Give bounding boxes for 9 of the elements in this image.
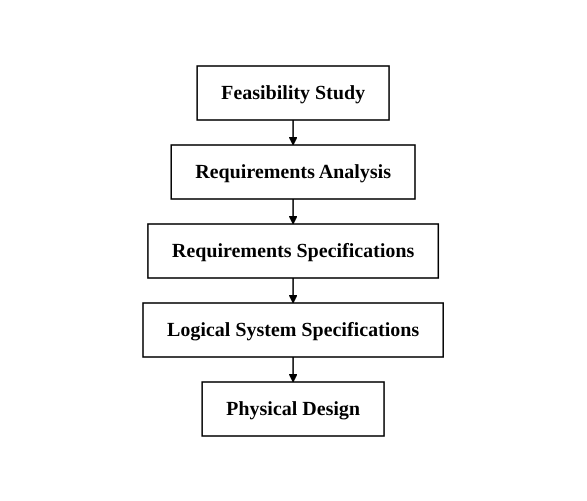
arrow	[289, 120, 298, 145]
node-box: Logical System Specifications	[142, 302, 444, 358]
node-box: Physical Design	[202, 380, 386, 436]
arrow	[289, 198, 298, 224]
node-box: Requirements Specifications	[148, 222, 440, 278]
arrow	[289, 278, 298, 303]
arrow	[289, 356, 298, 382]
node-box: Requirements Analysis	[170, 144, 416, 200]
node-box: Feasibility Study	[196, 64, 390, 120]
